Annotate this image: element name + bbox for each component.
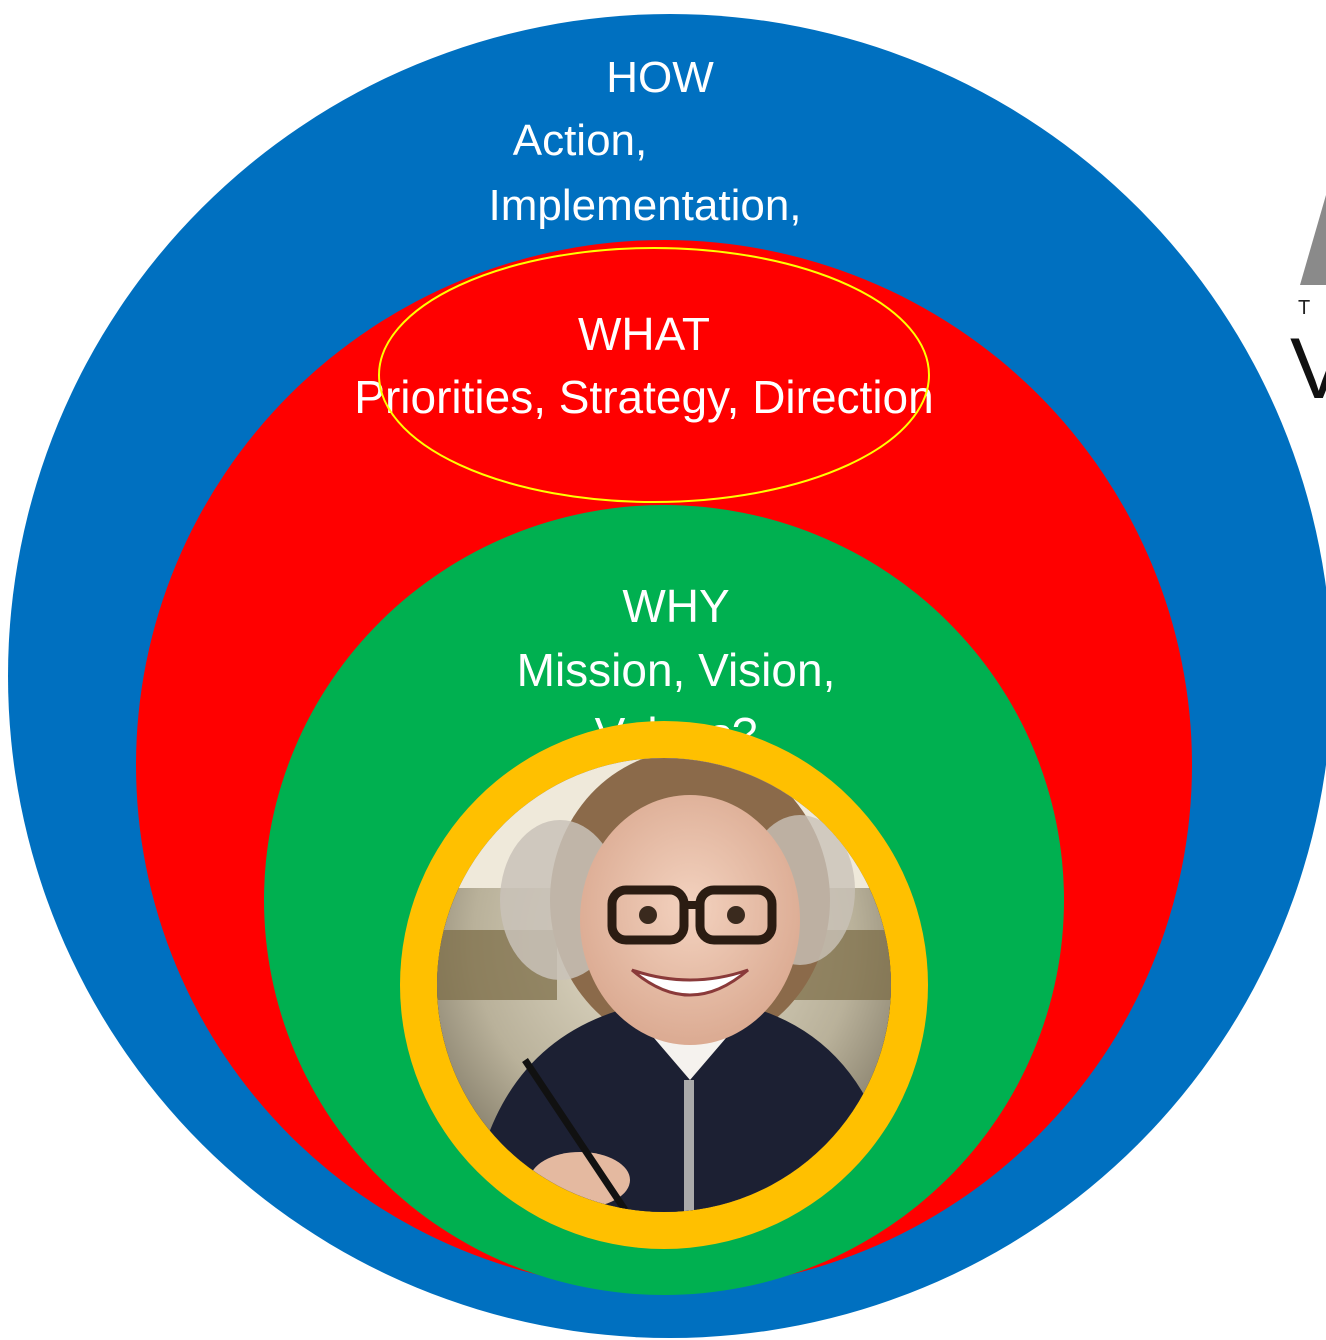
logo: T V — [1290, 195, 1326, 417]
student-photo-icon — [437, 758, 891, 1212]
how-heading: HOW — [606, 53, 714, 102]
highlight-ellipse — [378, 247, 930, 503]
why-heading: WHY — [622, 580, 729, 632]
logo-letter-large: V — [1290, 321, 1326, 417]
logo-letter-small: T — [1298, 297, 1310, 319]
how-line-2: Implementation, — [488, 181, 801, 230]
how-line-1: Action, — [513, 116, 648, 165]
why-line-1: Mission, Vision, — [517, 644, 836, 696]
what-line-1: Priorities, Strategy, Direction — [354, 371, 933, 423]
logo-triangle-icon — [1300, 195, 1326, 285]
what-heading: WHAT — [578, 308, 710, 360]
